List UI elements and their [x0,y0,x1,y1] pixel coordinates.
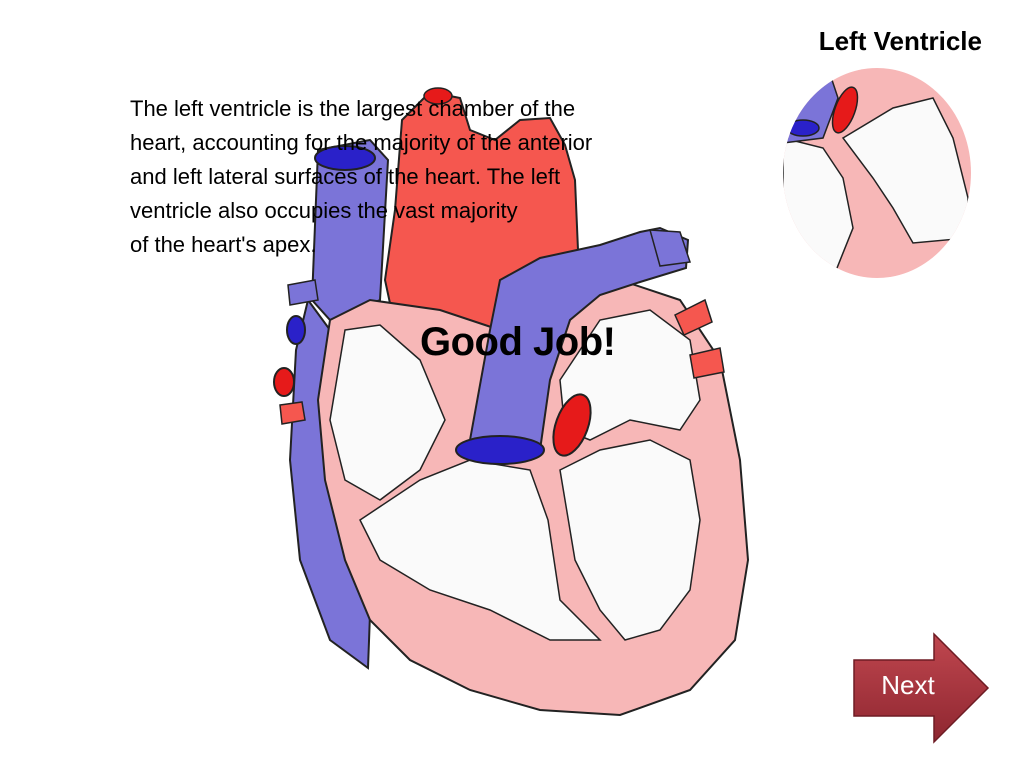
next-button-label: Next [881,670,935,700]
description-text: The left ventricle is the largest chambe… [130,96,593,257]
right-atrium-chamber [329,324,446,501]
aortic-arch-opening [423,87,453,105]
right-pulmonary-vein-2 [689,347,725,379]
left-ventricle-chamber [559,439,701,641]
zoom-inset [783,68,971,278]
zoom-title: Left Ventricle [818,26,982,56]
right-pulmonary-vein-1 [674,298,713,336]
zoom-vessel-red-opening [831,86,859,134]
superior-vena-cava-opening [314,145,376,171]
next-button[interactable]: Next [852,632,992,744]
aortic-valve-opening [552,393,592,457]
pulmonary-vein-upper [287,279,319,306]
right-ventricle-chamber [359,459,602,641]
pulmonary-artery-branch [648,229,691,267]
pulmonary-valve-opening [455,435,545,465]
pulmonary-vein-opening-red [273,367,295,397]
arrow-right-icon [853,632,990,744]
pulmonary-vein-lower [279,401,306,425]
pulmonary-vein-opening-blue [286,315,306,345]
feedback-message: Good Job! [420,320,616,364]
